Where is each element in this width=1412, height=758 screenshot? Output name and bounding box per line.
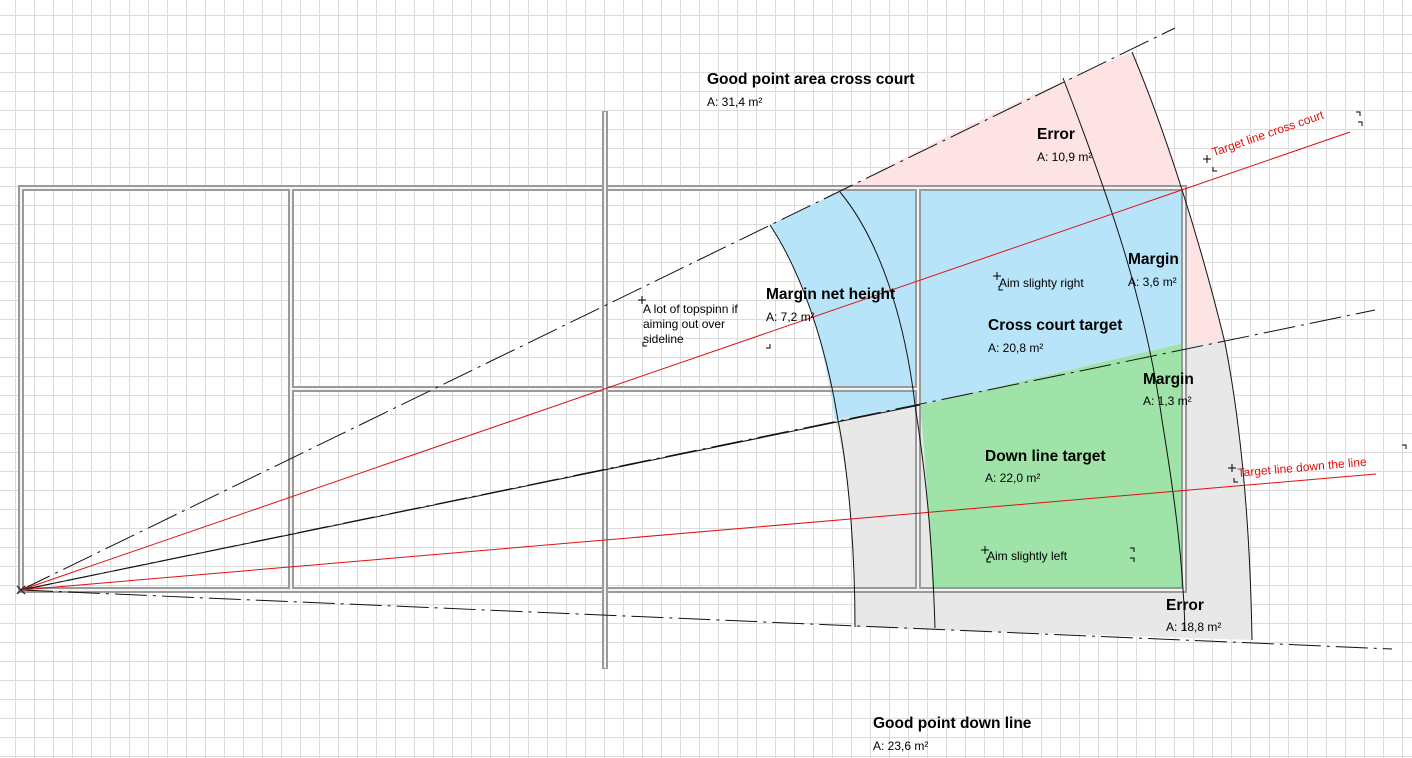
error-bottom-area: A: 18,8 m² xyxy=(1166,620,1222,634)
topspin-note: A lot of topspinn if aiming out over sid… xyxy=(643,302,738,346)
error-top-region xyxy=(848,52,1225,343)
crosshair-markers xyxy=(638,155,1236,554)
error-top-area: A: 10,9 m² xyxy=(1037,150,1093,164)
margin-mid-area: A: 1,3 m² xyxy=(1143,394,1192,408)
target-line-cross-court xyxy=(20,131,1351,591)
margin-net-area: A: 7,2 m² xyxy=(766,310,815,324)
down-line-target-region xyxy=(920,343,1184,590)
down-target-area: A: 22,0 m² xyxy=(985,471,1041,485)
origin-marker xyxy=(16,585,26,595)
aim-left-note: Aim slightly left xyxy=(987,549,1068,563)
margin-mid-title: Margin xyxy=(1143,371,1194,388)
cross-target-title: Cross court target xyxy=(988,317,1123,334)
error-bottom-title: Error xyxy=(1166,597,1204,614)
margin-net-title: Margin net height xyxy=(766,286,896,303)
down-target-title: Down line target xyxy=(985,448,1106,465)
error-top-title: Error xyxy=(1037,126,1075,143)
target-line-down-the-line xyxy=(20,473,1377,591)
margin-right-area: A: 3,6 m² xyxy=(1128,275,1177,289)
good-down-area: A: 23,6 m² xyxy=(873,739,929,753)
cone-lines xyxy=(20,27,1393,650)
arcs xyxy=(769,51,1253,641)
good-down-title: Good point down line xyxy=(873,715,1032,732)
target-lines xyxy=(20,131,1377,591)
aim-right-note: Aim slighty right xyxy=(999,276,1084,290)
margin-right-title: Margin xyxy=(1128,251,1179,268)
good-cross-area: A: 31,4 m² xyxy=(707,95,763,109)
good-cross-title: Good point area cross court xyxy=(707,71,915,88)
selection-brackets xyxy=(642,111,1407,563)
cross-target-area: A: 20,8 m² xyxy=(988,341,1044,355)
